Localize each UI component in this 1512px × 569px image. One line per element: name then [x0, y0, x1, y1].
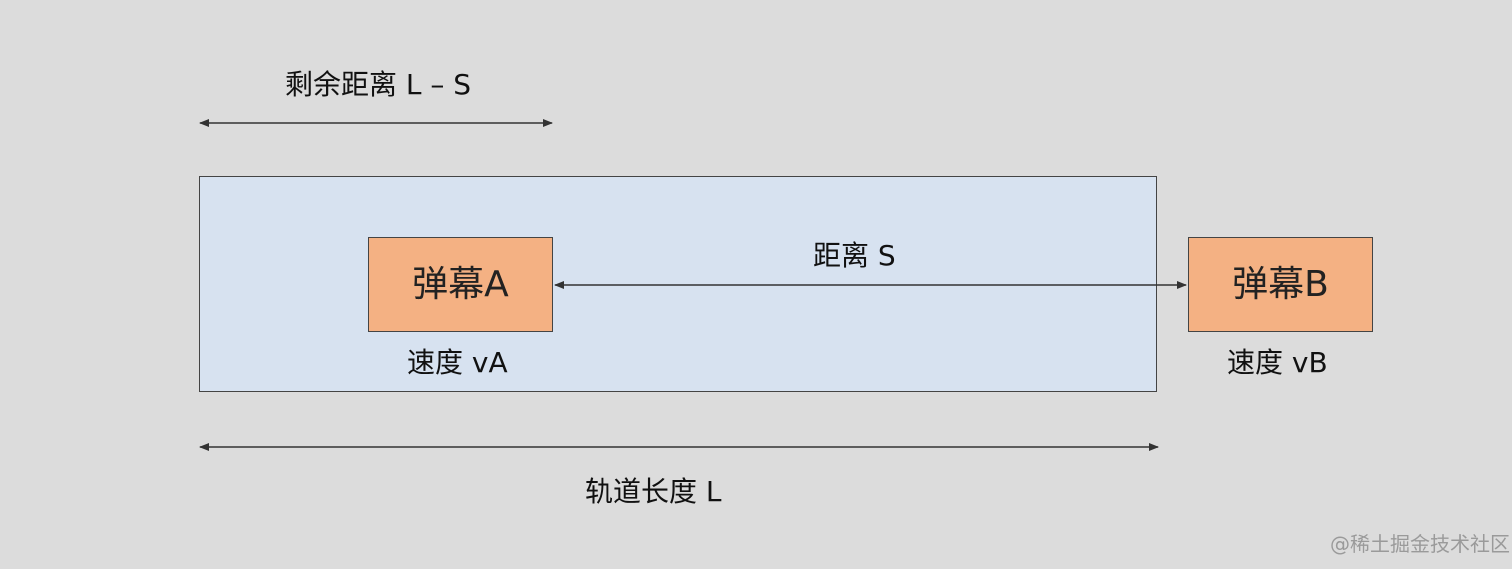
watermark: @稀土掘金技术社区: [1330, 532, 1510, 556]
speed-b-label: 速度 vB: [1227, 346, 1328, 379]
danmu-a-box: 弹幕A: [368, 237, 553, 332]
danmu-a-label: 弹幕A: [412, 263, 509, 305]
track-length-label: 轨道长度 L: [585, 475, 722, 508]
danmu-b-box: 弹幕B: [1188, 237, 1373, 332]
remaining-distance-label: 剩余距离 L – S: [285, 68, 472, 101]
distance-s-label: 距离 S: [813, 239, 896, 272]
danmu-b-label: 弹幕B: [1232, 263, 1329, 305]
speed-a-label: 速度 vA: [407, 346, 508, 379]
